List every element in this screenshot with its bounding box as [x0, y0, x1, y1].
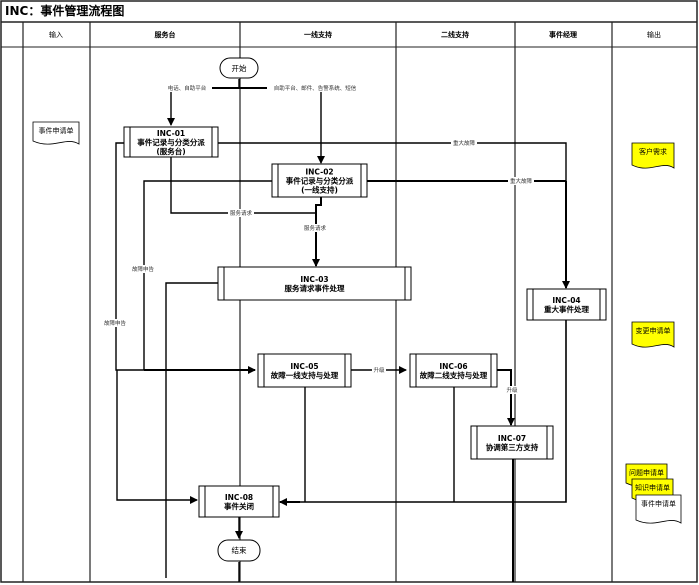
lane-header-second-line: 二线支持 — [441, 30, 469, 39]
process-id: INC-06 — [439, 362, 467, 371]
document-label: 客户需求 — [639, 147, 667, 156]
process-label: 服务请求事件处理 — [285, 283, 345, 293]
start-terminal[interactable]: 开始 — [219, 57, 259, 79]
lane-header-input: 输入 — [49, 30, 63, 39]
lane-dividers — [22, 22, 613, 582]
process-id: INC-01 — [157, 129, 185, 138]
output-document[interactable]: 客户需求 — [631, 142, 675, 169]
process-id: INC-07 — [498, 434, 526, 443]
process-label: (一线支持) — [301, 185, 338, 195]
label-escalate-1: 升级 — [373, 366, 385, 374]
document-label: 事件申请单 — [641, 499, 676, 508]
label-major-incident-2: 重大故障 — [510, 177, 533, 185]
connector-inc04-return — [287, 320, 567, 503]
label-channel-servicedesk: 电话、自助平台 — [168, 84, 207, 92]
connector-inc01-service-request — [170, 157, 316, 214]
process-id: INC-02 — [305, 168, 333, 177]
label-fault-report-1: 故障申告 — [132, 265, 155, 273]
connector-to-inc03 — [312, 197, 322, 267]
connector-to-inc08-left — [116, 370, 198, 504]
process-id: INC-08 — [225, 493, 253, 502]
lane-header-output: 输出 — [647, 30, 661, 39]
lane-header-incident-manager: 事件经理 — [549, 30, 577, 39]
output-document[interactable]: 事件申请单 — [635, 494, 682, 524]
lane-header-first-line: 一线支持 — [304, 30, 332, 39]
document-label: 事件申请单 — [39, 126, 74, 135]
label-channel-firstline: 自助平台、邮件、告警系统、短信 — [274, 84, 357, 92]
label-escalate-2: 升级 — [506, 386, 518, 394]
process-label: 事件关闭 — [224, 501, 254, 511]
process-label: 重大事件处理 — [544, 304, 589, 314]
start-label: 开始 — [232, 63, 247, 73]
connector-inc02-fault — [143, 180, 272, 370]
label-service-request-1: 服务请求 — [230, 209, 253, 217]
document-label: 变更申请单 — [636, 326, 671, 335]
connector-labels: 电话、自助平台 自助平台、邮件、告警系统、短信 重大故障 重大故障 服务请求 服… — [102, 84, 534, 394]
process-id: INC-04 — [552, 296, 580, 305]
diagram-title: INC：事件管理流程图 — [5, 3, 124, 18]
output-document[interactable]: 变更申请单 — [631, 321, 675, 348]
process-label: 事件记录与分类分派 — [137, 137, 205, 147]
process-label: 事件记录与分类分派 — [286, 176, 354, 186]
connector-inc06-escalate — [497, 369, 512, 425]
process-id: INC-05 — [290, 362, 318, 371]
process-id: INC-03 — [300, 275, 328, 284]
lane-header-service-desk: 服务台 — [155, 30, 176, 39]
label-major-incident-1: 重大故障 — [453, 139, 476, 147]
connectors — [115, 79, 570, 582]
document-label: 知识申请单 — [635, 483, 670, 492]
process-boxes: INC-01事件记录与分类分派(服务台)INC-02事件记录与分类分派(一线支持… — [123, 126, 607, 518]
label-fault-report-2: 故障申告 — [104, 319, 127, 327]
process-label: (服务台) — [156, 146, 185, 156]
input-document[interactable]: 事件申请单 — [32, 121, 80, 145]
end-terminal[interactable]: 结束 — [217, 539, 261, 562]
label-service-request-2: 服务请求 — [304, 224, 327, 232]
end-label: 结束 — [232, 545, 247, 555]
process-label: 故障二线支持与处理 — [420, 370, 488, 380]
connector-inc03-left — [165, 282, 218, 578]
process-label: 协调第三方支持 — [486, 442, 539, 452]
document-label: 问题申请单 — [629, 468, 664, 477]
process-label: 故障一线支持与处理 — [271, 370, 339, 380]
